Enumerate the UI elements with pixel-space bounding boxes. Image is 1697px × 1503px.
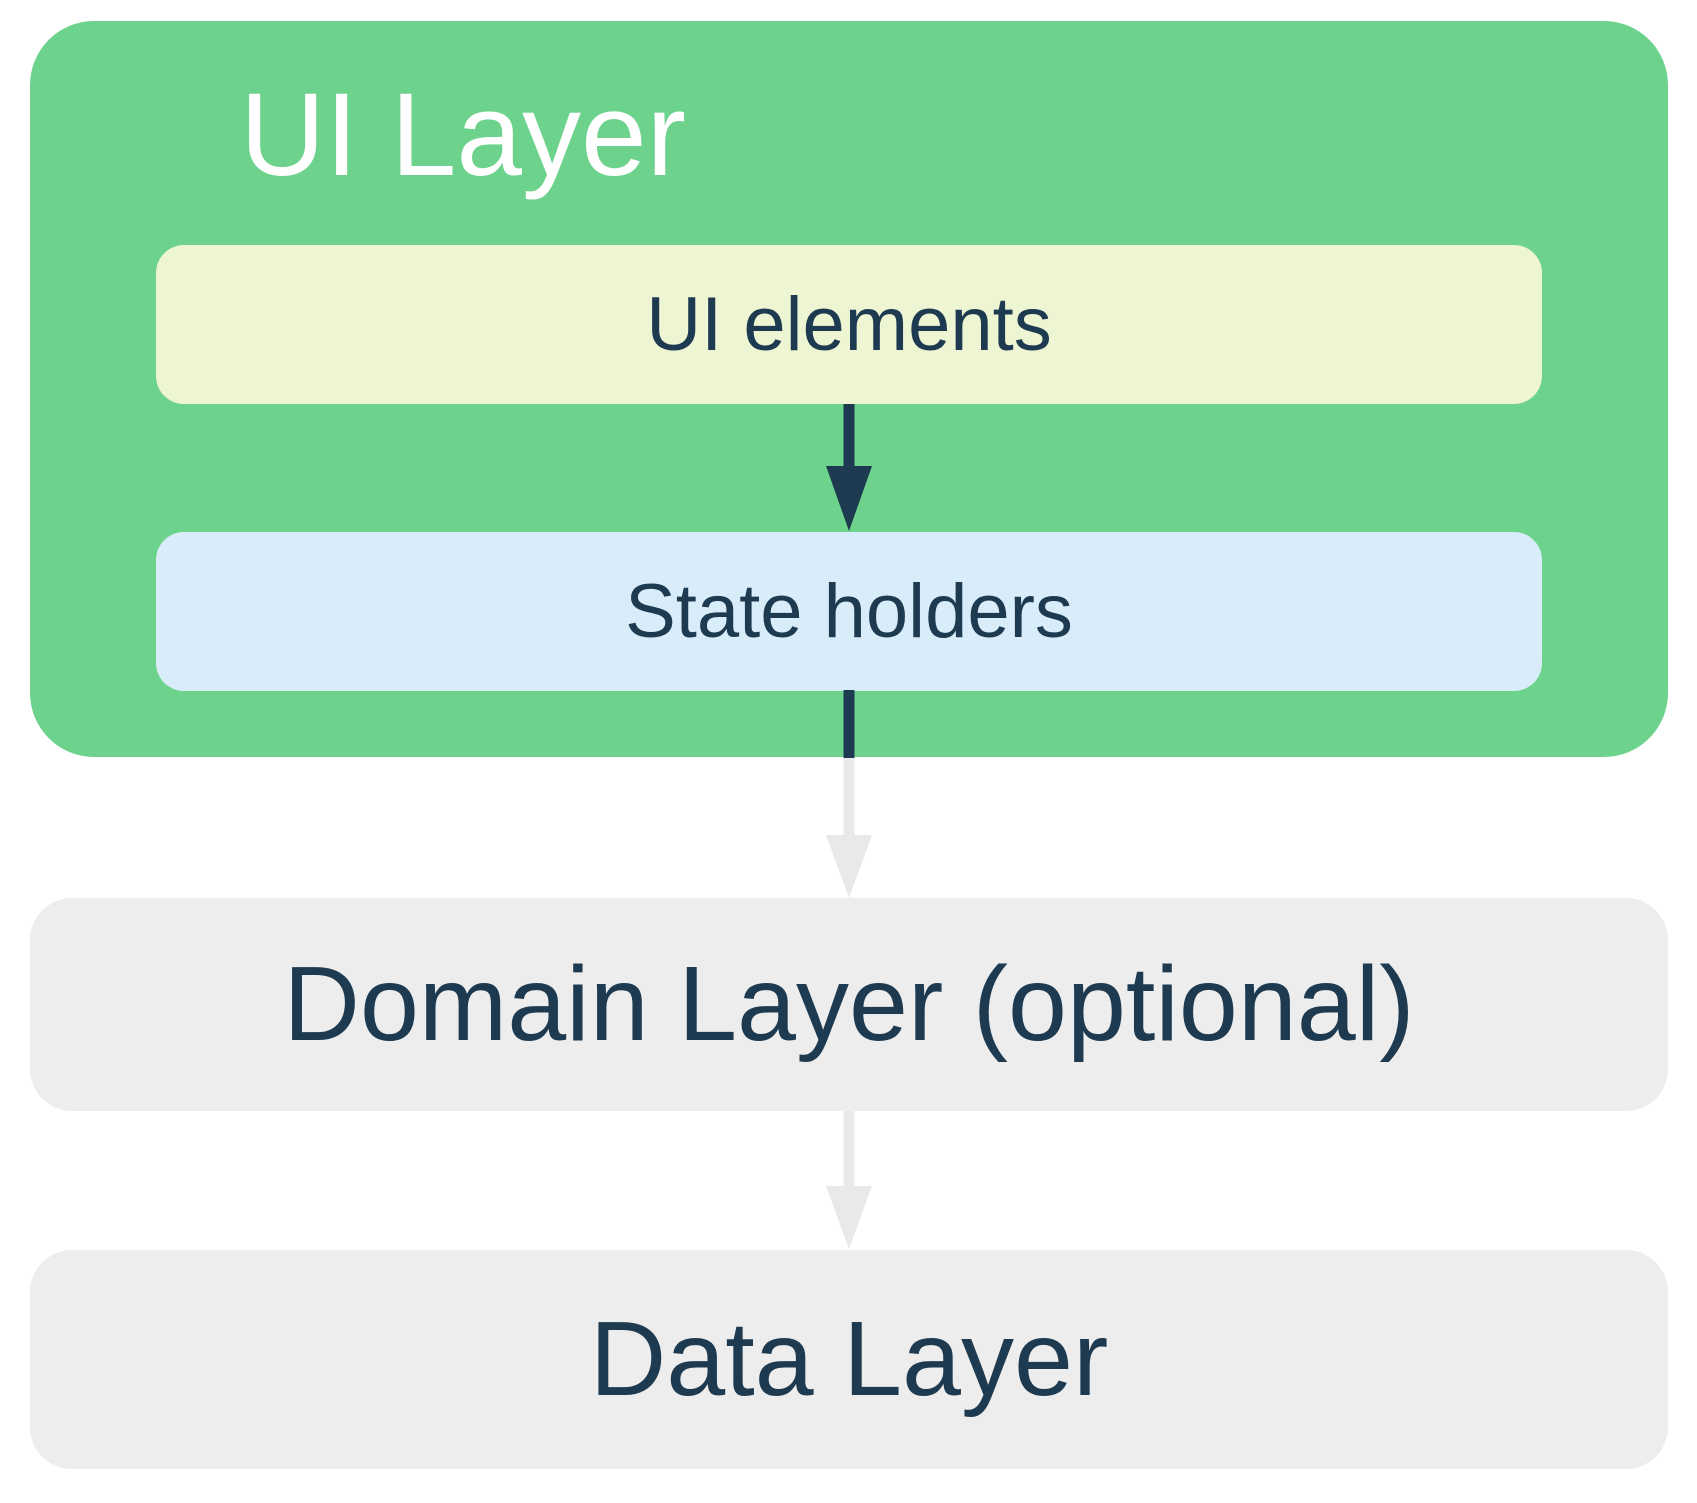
state-holders-label: State holders: [625, 569, 1073, 654]
ui-layer-title: UI Layer: [240, 69, 686, 201]
arrow-down-icon: [826, 404, 872, 531]
ui-layer-box: UI Layer UI elements State holders: [30, 21, 1668, 757]
state-holders-box: State holders: [156, 532, 1542, 691]
arrow-down-icon: [826, 690, 872, 898]
ui-elements-box: UI elements: [156, 245, 1542, 404]
domain-layer-box: Domain Layer (optional): [30, 898, 1668, 1111]
data-layer-label: Data Layer: [589, 1300, 1109, 1418]
arrow-down-icon: [826, 1111, 872, 1249]
ui-elements-label: UI elements: [646, 282, 1052, 367]
domain-layer-label: Domain Layer (optional): [283, 945, 1415, 1063]
data-layer-box: Data Layer: [30, 1250, 1668, 1469]
